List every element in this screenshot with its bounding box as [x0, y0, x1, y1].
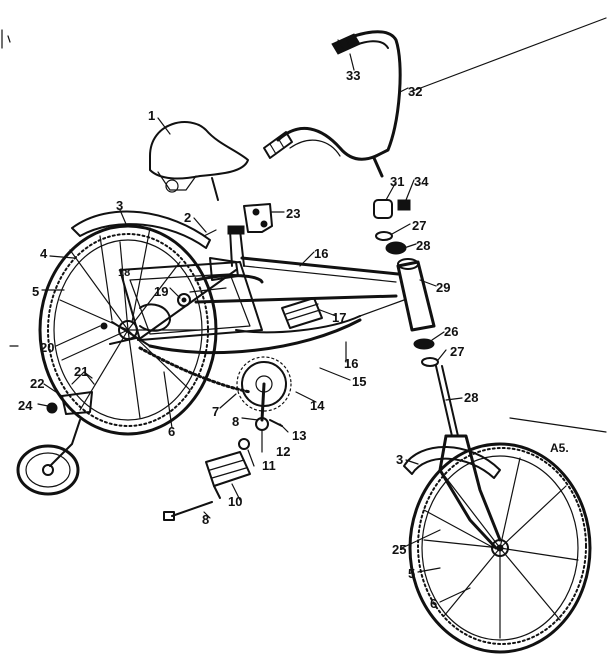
chain-guard — [189, 257, 239, 293]
part-label-27-upper: 27 — [412, 218, 426, 233]
part-label-6: 6 — [168, 424, 175, 439]
leader-line-32 — [409, 17, 607, 93]
part-label-16-upper: 16 — [314, 246, 328, 261]
seat-post — [203, 225, 245, 267]
part-label-4: 4 — [40, 246, 48, 261]
crank-bolt — [163, 501, 213, 521]
part-label-14: 14 — [310, 398, 325, 413]
part-label-3-front: 3 — [396, 452, 403, 467]
upper-grip — [331, 33, 361, 55]
part-label-25: 25 — [392, 542, 406, 557]
part-label-18: 18 — [118, 267, 130, 279]
part-label-27-lower: 27 — [450, 344, 464, 359]
part-label-29: 29 — [436, 280, 450, 295]
rear-wheel — [38, 224, 218, 436]
scan-edge-marks — [1, 29, 607, 433]
part-label-15: 15 — [352, 374, 366, 389]
part-label-20: 20 — [40, 340, 54, 355]
headset-hardware — [413, 338, 439, 367]
part-label-21: 21 — [74, 364, 88, 379]
part-label-34: 34 — [414, 174, 429, 189]
part-label-26: 26 — [444, 324, 458, 339]
part-label-13: 13 — [292, 428, 306, 443]
part-label-11: 11 — [262, 458, 276, 473]
part-label-1: 1 — [148, 108, 155, 123]
part-label-32: 32 — [408, 84, 422, 99]
front-fender — [403, 446, 501, 479]
part-labels: 1 2 23 3 4 5 19 20 21 22 24 6 7 8 11 12 … — [18, 68, 478, 611]
upper-pedal — [281, 297, 323, 329]
part-label-28-lower: 28 — [464, 390, 478, 405]
part-label-5-front: 5 — [408, 566, 415, 581]
fork — [435, 365, 502, 550]
seat — [149, 121, 249, 201]
front-fender-brace — [423, 509, 495, 549]
frame — [111, 256, 405, 355]
corner-note: A5. — [550, 441, 569, 455]
part-label-5: 5 — [32, 284, 39, 299]
part-label-7: 7 — [212, 404, 219, 419]
rear-brake-assembly — [100, 293, 191, 345]
training-wheel — [16, 371, 93, 496]
part-label-6-front: 6 — [430, 596, 437, 611]
part-label-23: 23 — [286, 206, 300, 221]
chainring-crank — [236, 356, 292, 431]
part-label-3: 3 — [116, 198, 123, 213]
part-label-12: 12 — [276, 444, 290, 459]
part-label-2: 2 — [184, 210, 191, 225]
rear-fender — [71, 210, 211, 249]
part-label-16-lower: 16 — [344, 356, 358, 371]
lower-grip — [263, 131, 293, 159]
part-label-22: 22 — [30, 376, 44, 391]
crank-washer — [238, 438, 250, 450]
stem-hardware — [373, 199, 411, 255]
lower-pedal — [205, 451, 251, 499]
front-wheel — [408, 442, 592, 654]
part-label-8-bolt: 8 — [202, 512, 209, 527]
leader-lines — [37, 53, 471, 603]
part-label-33: 33 — [346, 68, 360, 83]
part-label-31: 31 — [390, 174, 404, 189]
chain — [138, 346, 252, 394]
rear-fender-stay — [99, 227, 151, 323]
part-label-24: 24 — [18, 398, 33, 413]
part-label-10: 10 — [228, 494, 242, 509]
part-label-28-upper: 28 — [416, 238, 430, 253]
handlebar — [276, 30, 402, 178]
part-label-8: 8 — [232, 414, 239, 429]
seat-clamp-bracket — [243, 203, 273, 233]
part-label-17: 17 — [332, 310, 346, 325]
part-label-19: 19 — [154, 284, 168, 299]
head-tube — [396, 258, 436, 332]
